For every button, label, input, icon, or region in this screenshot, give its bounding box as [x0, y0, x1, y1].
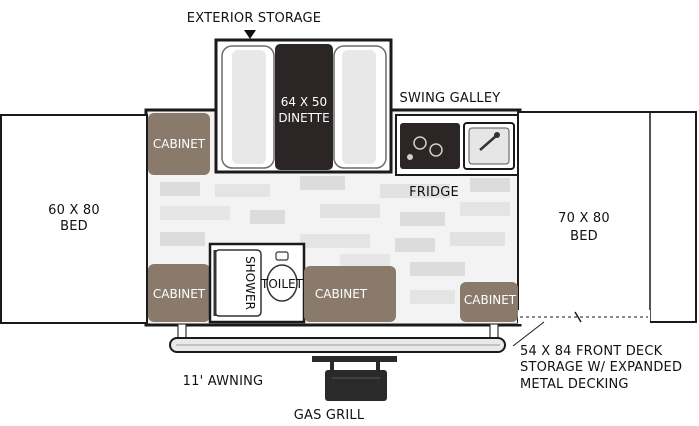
left-bed: 60 X 80 BED [0, 114, 148, 324]
cabinet-bottom-left-label: CABINET [153, 287, 206, 301]
cabinet-top-label: CABINET [153, 137, 206, 151]
front-deck-line2: STORAGE W/ EXPANDED [520, 360, 682, 375]
dinette-label: DINETTE [278, 111, 329, 125]
right-bed: 70 X 80 BED [517, 111, 697, 323]
stove [400, 123, 460, 169]
left-bed-label: BED [60, 219, 88, 234]
right-bed-size: 70 X 80 [558, 211, 610, 226]
front-deck-line1: 54 X 84 FRONT DECK [520, 344, 663, 359]
cabinet-bottom-right-label: CABINET [464, 293, 517, 307]
exterior-storage-label: EXTERIOR STORAGE [187, 11, 321, 26]
cabinet-top: CABINET [148, 113, 210, 175]
right-bed-label: BED [570, 229, 598, 244]
front-deck-line3: METAL DECKING [520, 377, 629, 392]
front-deck: 54 X 84 FRONT DECK STORAGE W/ EXPANDED M… [512, 310, 682, 392]
toilet-label: TOILET [260, 277, 304, 291]
swing-galley [395, 114, 519, 176]
gas-grill-label: GAS GRILL [294, 408, 365, 423]
dinette: 64 X 50 DINETTE [214, 38, 393, 174]
dinette-size: 64 X 50 [281, 95, 327, 109]
bathroom: SHOWER TOILET [208, 242, 306, 324]
shower-label: SHOWER [243, 256, 257, 310]
cabinet-bottom-right: CABINET [460, 282, 518, 322]
toilet [266, 264, 298, 302]
dinette-table [275, 44, 333, 170]
exterior-storage-arrow [244, 30, 256, 39]
cabinet-bottom-center: CABINET [304, 266, 396, 322]
cabinet-bottom-center-label: CABINET [315, 287, 368, 301]
gas-grill: GAS GRILL [294, 356, 397, 423]
swing-galley-label: SWING GALLEY [400, 91, 501, 106]
left-bed-size: 60 X 80 [48, 203, 100, 218]
cabinet-bottom-left: CABINET [148, 264, 210, 322]
awning: 11' AWNING [169, 323, 506, 389]
awning-label: 11' AWNING [183, 374, 264, 389]
fridge-label: FRIDGE [409, 185, 459, 200]
